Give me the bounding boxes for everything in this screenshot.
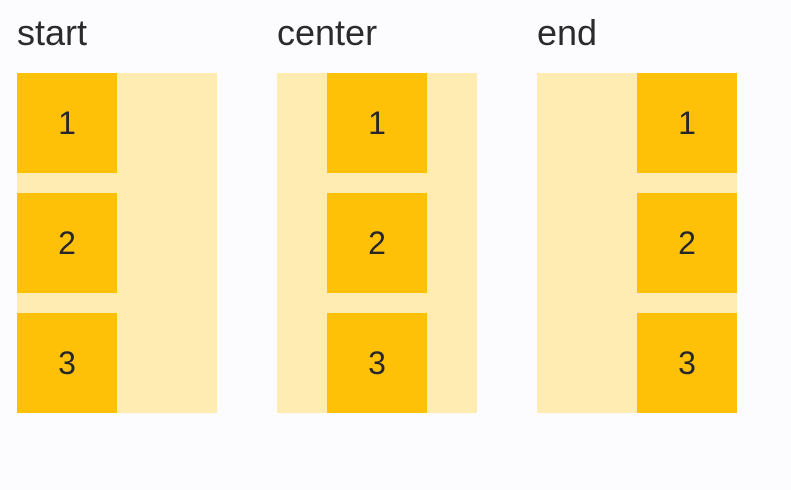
flex-container-center: 1 2 3 [277, 73, 477, 413]
demo-label-start: start [17, 12, 88, 53]
demo-column-end: end 1 2 3 [537, 12, 737, 490]
flex-item: 3 [17, 313, 117, 413]
flex-item: 1 [327, 73, 427, 173]
demo-label-center: center [277, 12, 378, 53]
demo-label-end: end [537, 12, 598, 53]
flex-item: 3 [637, 313, 737, 413]
flex-item: 2 [637, 193, 737, 293]
flex-item: 1 [17, 73, 117, 173]
flex-item: 3 [327, 313, 427, 413]
flex-container-start: 1 2 3 [17, 73, 217, 413]
flex-container-end: 1 2 3 [537, 73, 737, 413]
demo-column-start: start 1 2 3 [17, 12, 217, 490]
flex-item: 1 [637, 73, 737, 173]
flex-item: 2 [17, 193, 117, 293]
demo-column-center: center 1 2 3 [277, 12, 477, 490]
flex-item: 2 [327, 193, 427, 293]
